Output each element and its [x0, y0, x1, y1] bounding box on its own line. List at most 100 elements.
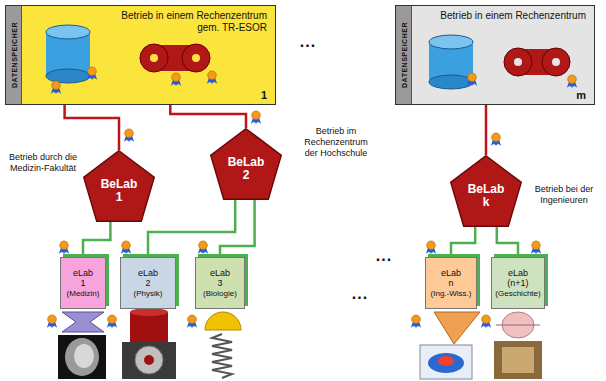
medal-icon — [47, 315, 57, 328]
heading-wrap: Betrieb in einem Rechenzentrum — [421, 10, 586, 22]
medal-icon — [187, 315, 197, 328]
elab-name: eLab 1 — [73, 268, 93, 288]
storage-artwork — [429, 35, 577, 89]
elab-name: eLab 3 — [210, 268, 230, 288]
disk-cylinder — [46, 69, 90, 83]
label-wrap: Betrieb bei der Ingenieuren — [526, 184, 602, 206]
belab-pentagon: BeLab 2 — [210, 128, 282, 200]
label-wrap: ... — [340, 288, 380, 299]
axis-line — [496, 325, 540, 326]
cylinder-shape — [130, 312, 168, 342]
ellipsis-mark: ... — [340, 288, 380, 299]
medal-icon — [121, 241, 131, 254]
physics-image — [135, 346, 163, 374]
belab-name: BeLab k — [468, 183, 505, 209]
pentagon-shape — [84, 151, 155, 222]
connector-line — [83, 222, 110, 257]
connector-line — [451, 227, 475, 257]
cylinder-shape — [130, 308, 168, 316]
label-strip: DATENSPEICHER — [6, 6, 22, 104]
tape-hub — [514, 58, 522, 66]
elab-box: eLab n(Ing.-Wiss.) — [425, 257, 477, 309]
storage-heading: Betrieb in einem Rechenzentrum gem. TR-E… — [121, 10, 267, 33]
elab-subject: (Medizin) — [67, 289, 100, 299]
pentagon-shape — [211, 129, 282, 200]
elab-box: eLab 1(Medizin) — [60, 257, 106, 309]
operator-note: Betrieb durch die Medizin-Fakultät — [6, 152, 80, 174]
elab-box: eLab 2(Physik) — [120, 257, 176, 309]
storage-box: Betrieb in einem RechenzentrumDATENSPEIC… — [395, 5, 595, 105]
tape-hub — [552, 58, 560, 66]
disk-cylinder — [429, 35, 473, 49]
medal-icon — [491, 133, 501, 146]
physics-image — [122, 342, 176, 379]
medal-icon — [51, 81, 61, 94]
connector-line — [170, 105, 246, 128]
medal-icon — [107, 315, 117, 328]
storage-number: m — [576, 89, 586, 101]
medal-icon — [567, 75, 577, 88]
elab-subject: (Biologie) — [203, 289, 237, 299]
medal-icon — [467, 73, 477, 86]
elab-name: eLab 2 — [138, 268, 158, 288]
storage-artwork — [396, 6, 596, 106]
medal-icon — [87, 67, 97, 80]
ellipsis-mark: ... — [288, 36, 328, 47]
elab-box: eLab 3(Biologie) — [195, 257, 245, 309]
ellipsis-mark: ... — [364, 250, 404, 261]
tape-reel — [140, 44, 168, 72]
medal-icon — [411, 315, 421, 328]
storage-artwork — [46, 25, 217, 94]
elab-subject: (Geschichte) — [495, 289, 540, 299]
elab-name: eLab (n+1) — [507, 268, 528, 288]
engineering-image — [438, 356, 454, 366]
operator-note: Betrieb bei der Ingenieuren — [526, 184, 602, 206]
number-wrap: m — [576, 89, 586, 101]
strip-label: DATENSPEICHER — [400, 22, 407, 88]
connector-line — [497, 227, 518, 257]
mri-brain — [65, 338, 99, 376]
label-wrap: Betrieb durch die Medizin-Fakultät — [6, 152, 80, 174]
operator-note: Betrieb im Rechenzentrum der Hochschule — [300, 126, 372, 159]
history-image — [502, 347, 534, 373]
engineering-image — [428, 353, 464, 373]
connector-line — [148, 200, 235, 257]
label-wrap: ... — [364, 250, 404, 261]
medal-icon — [198, 241, 208, 254]
label-strip: DATENSPEICHER — [396, 6, 412, 104]
connector-line — [485, 105, 488, 155]
elab-name: eLab n — [441, 268, 461, 288]
heading-wrap: Betrieb in einem Rechenzentrum gem. TR-E… — [102, 10, 267, 34]
history-image — [494, 341, 542, 379]
disk-cylinder — [46, 25, 90, 39]
half-disc-shape — [205, 312, 241, 330]
tape-hub — [150, 54, 158, 62]
belab-pentagon: BeLab 1 — [83, 150, 155, 222]
medal-icon — [481, 315, 491, 328]
spring-image — [212, 334, 232, 378]
storage-box: Betrieb in einem Rechenzentrum gem. TR-E… — [5, 5, 276, 105]
elab-subject: (Ing.-Wiss.) — [431, 289, 472, 299]
label-wrap: Betrieb im Rechenzentrum der Hochschule — [300, 126, 372, 159]
mri-brain — [74, 344, 94, 368]
pentagon-shape — [451, 156, 522, 227]
tape-hub — [192, 54, 200, 62]
mri-image — [58, 335, 106, 379]
medal-icon — [207, 71, 217, 84]
medal-icon — [171, 73, 181, 86]
belab-name: BeLab 2 — [228, 156, 265, 182]
number-wrap: 1 — [261, 89, 267, 101]
disk-cylinder — [429, 75, 473, 89]
tape-reel — [542, 48, 570, 76]
medal-icon — [426, 241, 436, 254]
medal-icon — [531, 241, 541, 254]
strip-label: DATENSPEICHER — [10, 22, 17, 88]
cone-shape — [434, 312, 480, 344]
prism-shape — [62, 312, 104, 332]
belab-pentagon: BeLab k — [450, 155, 522, 227]
tape-reel — [504, 48, 532, 76]
connector-line — [65, 105, 119, 150]
elab-box: eLab (n+1)(Geschichte) — [491, 257, 545, 309]
connector-line — [220, 200, 255, 257]
